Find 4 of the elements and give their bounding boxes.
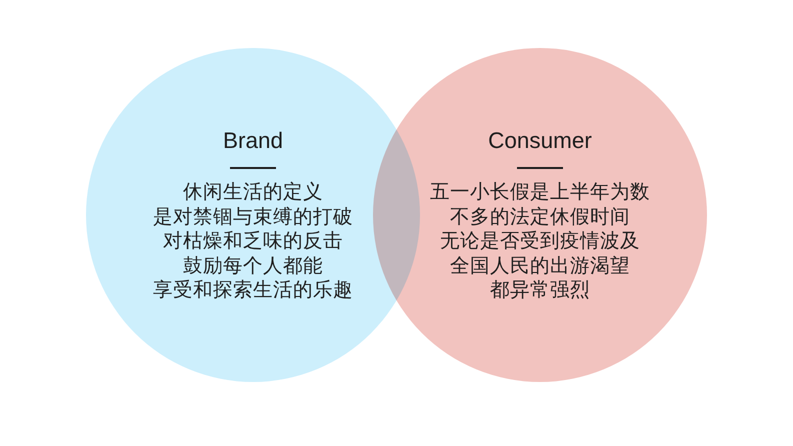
description-text: 五一小长假是上半年为数不多的法定休假时间无论是否受到疫情波及全国人民的出游渴望都异常强烈 [430, 180, 650, 303]
circle-heading: Consumer [488, 128, 592, 154]
circle-heading: Brand [222, 128, 284, 154]
description-text: 休闲生活的定义是对禁锢与束缚的打破对枯燥和乏味的反击鼓励每个人都能享受和探索生活的乐趣 [153, 180, 353, 303]
